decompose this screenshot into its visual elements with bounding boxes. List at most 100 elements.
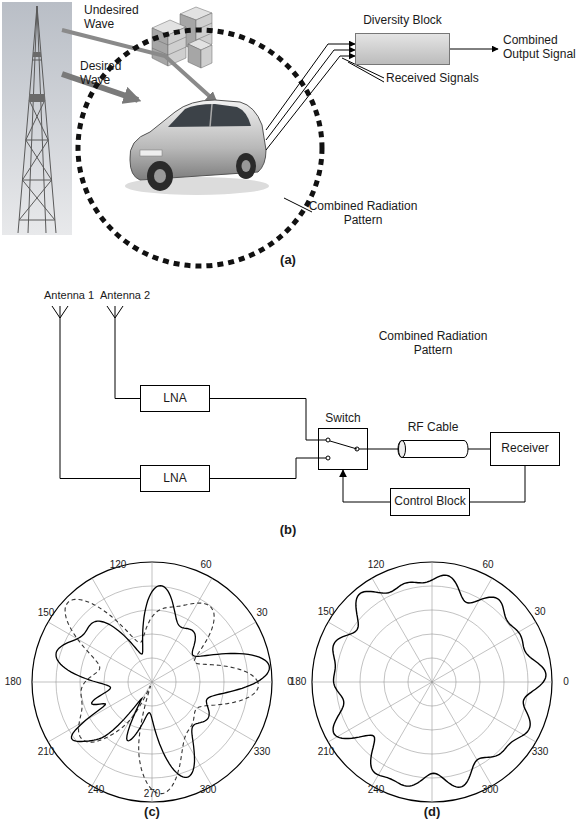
angle-tick: 210 xyxy=(310,746,342,758)
angle-tick: 120 xyxy=(102,559,134,571)
angle-tick: 210 xyxy=(30,746,62,758)
node-body: Control Block xyxy=(391,489,469,515)
node-label: RF Cable xyxy=(358,421,508,435)
car-pillar xyxy=(210,104,212,127)
signal-line xyxy=(266,50,355,140)
angle-tick: 30 xyxy=(524,606,556,618)
node-label: LNA xyxy=(163,392,186,406)
signal-line xyxy=(266,44,355,130)
node-body: LNA xyxy=(141,386,209,411)
text-label: Combined Radiation Pattern xyxy=(302,200,424,228)
wire xyxy=(60,318,140,479)
building-face xyxy=(201,45,212,68)
tower-brace xyxy=(22,140,48,180)
antenna-symbol xyxy=(115,306,116,318)
antenna-symbol xyxy=(107,306,123,318)
angle-tick: 60 xyxy=(190,559,222,571)
grid-ring xyxy=(312,562,552,802)
wire xyxy=(115,318,140,399)
node-label: Control Block xyxy=(394,495,465,509)
connector xyxy=(470,466,525,502)
pattern-curve xyxy=(56,586,269,778)
connector xyxy=(468,449,490,450)
antenna-wiring xyxy=(52,306,368,479)
connector xyxy=(210,399,318,441)
output-arrow xyxy=(450,49,498,50)
switch-stub xyxy=(359,449,368,450)
signal-line xyxy=(266,56,355,150)
grid-ring xyxy=(32,562,272,802)
angle-tick: 0 xyxy=(550,676,577,688)
panel-letter: (c) xyxy=(134,805,170,820)
pattern-curve xyxy=(333,575,546,787)
node-label: Switch xyxy=(279,412,407,426)
grid-spokes xyxy=(312,562,552,802)
leader-line xyxy=(284,198,312,212)
tower-brace xyxy=(22,180,51,181)
tower-photo xyxy=(2,2,72,235)
car-wheel xyxy=(236,153,256,179)
node-label: LNA xyxy=(163,472,186,486)
switch-stub xyxy=(318,440,326,441)
car-window xyxy=(168,104,251,127)
angle-tick: 60 xyxy=(472,559,504,571)
photo-background xyxy=(2,2,72,235)
text-label: Combined Radiation Pattern xyxy=(372,330,494,358)
switch-stub xyxy=(318,458,326,459)
connector xyxy=(343,470,390,502)
angle-tick: 30 xyxy=(246,607,278,619)
tower-brace xyxy=(22,180,55,220)
text-label: Received Signals xyxy=(386,72,496,86)
angle-tick: 330 xyxy=(524,746,556,758)
tower-brace xyxy=(19,180,52,220)
tower-leg xyxy=(18,6,37,233)
window-row xyxy=(168,47,186,55)
combined-pattern-outline xyxy=(78,30,322,266)
node-label: Diversity Block xyxy=(316,14,489,28)
tower-brace xyxy=(26,100,45,140)
buildings xyxy=(152,7,212,68)
leader-line xyxy=(348,62,384,82)
tower-leg xyxy=(37,6,56,233)
node-body: Receiver xyxy=(491,433,559,465)
angle-tick: 120 xyxy=(360,559,392,571)
rf-cable: RF Cable xyxy=(398,440,468,458)
connector xyxy=(210,458,318,479)
angle-tick: 150 xyxy=(30,607,62,619)
angle-tick: 180 xyxy=(0,676,29,688)
received-signal-lines xyxy=(266,44,498,212)
switch-box: Switch xyxy=(318,428,368,470)
grid-spoke xyxy=(328,622,536,742)
panel-letter: (b) xyxy=(270,523,306,538)
cable-cylinder xyxy=(398,440,468,458)
node-body: LNA xyxy=(141,466,209,491)
polar-grid xyxy=(312,562,552,802)
switch-contact xyxy=(355,447,359,451)
panel-letter: (a) xyxy=(270,253,306,268)
angle-tick: 270 xyxy=(136,788,168,800)
car xyxy=(125,100,269,195)
car-hub xyxy=(242,160,251,172)
text-label: Antenna 2 xyxy=(100,289,158,302)
angle-tick: 240 xyxy=(360,784,392,796)
tower-brace xyxy=(29,100,48,140)
grid-spokes xyxy=(32,562,272,802)
angle-tick: 240 xyxy=(80,784,112,796)
node-label: Receiver xyxy=(501,442,548,456)
lna-box: LNA xyxy=(140,385,210,412)
angle-tick: 180 xyxy=(282,676,314,688)
switch-contact xyxy=(326,456,330,460)
text-label: Undesired Wave xyxy=(84,4,146,32)
polar-grid xyxy=(32,562,272,802)
cylinder-end xyxy=(399,441,406,458)
tower-brace xyxy=(26,140,52,180)
tower-lattice xyxy=(18,6,56,233)
tower-deck xyxy=(33,52,41,57)
tower-deck xyxy=(29,94,45,102)
angle-tick: 300 xyxy=(192,784,224,796)
antenna-symbol xyxy=(60,306,61,318)
building-face xyxy=(188,44,201,68)
